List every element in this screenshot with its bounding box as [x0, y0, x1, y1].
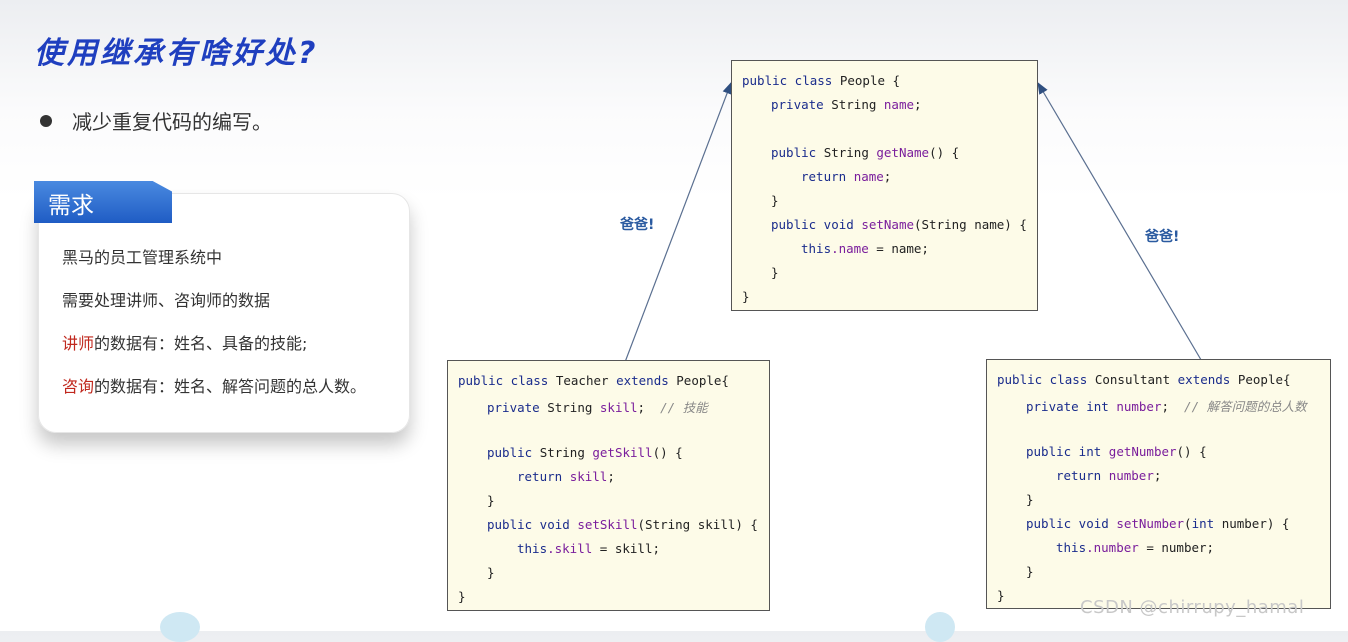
- code-line: public void setNumber(int number) {: [1026, 516, 1290, 531]
- code-line: private String skill; // 技能: [487, 400, 708, 415]
- requirement-text: 的数据有：姓名、具备的技能;: [94, 334, 308, 353]
- code-line: }: [487, 493, 495, 508]
- requirement-text: 的数据有：姓名、解答问题的总人数。: [94, 377, 367, 396]
- teacher-class-code: public class Teacher extends People{ pri…: [447, 360, 770, 611]
- code-line: public String getName() {: [771, 145, 960, 160]
- code-line: private String name;: [771, 97, 922, 112]
- code-line: return name;: [801, 169, 892, 184]
- consultant-class-code: public class Consultant extends People{ …: [986, 359, 1331, 609]
- people-class-code: public class People { private String nam…: [731, 60, 1038, 311]
- code-line: public class Teacher extends People{: [458, 373, 729, 388]
- code-line: public class Consultant extends People{: [997, 372, 1291, 387]
- consultant-to-people-arrow: [1037, 81, 1208, 371]
- code-line: public class People {: [742, 73, 901, 88]
- code-line: return skill;: [517, 469, 615, 484]
- code-line: public int getNumber() {: [1026, 444, 1207, 459]
- code-line: public void setSkill(String skill) {: [487, 517, 758, 532]
- code-line: }: [458, 589, 466, 604]
- bullet-dot-icon: [40, 114, 52, 127]
- requirement-line: 咨询的数据有：姓名、解答问题的总人数。: [62, 373, 366, 397]
- code-line: private int number; // 解答问题的总人数: [1026, 399, 1307, 414]
- code-line: }: [1026, 564, 1034, 579]
- code-line: this.number = number;: [1056, 540, 1215, 555]
- code-line: }: [1026, 492, 1034, 507]
- requirement-card: [38, 193, 410, 433]
- requirement-line: 需要处理讲师、咨询师的数据: [62, 291, 271, 310]
- requirement-tag-label: 需求: [48, 193, 94, 219]
- requirement-line: 黑马的员工管理系统中: [62, 248, 223, 267]
- code-line: }: [771, 265, 779, 280]
- requirement-line: 讲师的数据有：姓名、具备的技能;: [62, 330, 307, 354]
- decorative-blob: [925, 612, 955, 642]
- arrow-label-right: 爸爸!: [1145, 229, 1180, 245]
- highlight-text: 讲师: [62, 334, 95, 353]
- code-line: }: [487, 565, 495, 580]
- code-line: }: [771, 193, 779, 208]
- bullet-point: 减少重复代码的编写。: [40, 106, 272, 135]
- arrow-label-left: 爸爸!: [620, 217, 655, 233]
- watermark: CSDN @chirrupy_hamal: [1080, 597, 1305, 618]
- teacher-to-people-arrow: [621, 81, 732, 371]
- code-line: public String getSkill() {: [487, 445, 683, 460]
- highlight-text: 咨询: [62, 377, 95, 396]
- code-line: this.skill = skill;: [517, 541, 660, 556]
- slide-title: 使用继承有啥好处?: [34, 36, 319, 71]
- code-line: public void setName(String name) {: [771, 217, 1027, 232]
- code-line: }: [997, 588, 1005, 603]
- code-line: return number;: [1056, 468, 1162, 483]
- code-line: this.name = name;: [801, 241, 929, 256]
- requirement-tag-ribbon: [34, 181, 172, 223]
- code-line: }: [742, 289, 750, 304]
- bullet-text: 减少重复代码的编写。: [72, 110, 272, 134]
- decorative-blob: [160, 612, 200, 642]
